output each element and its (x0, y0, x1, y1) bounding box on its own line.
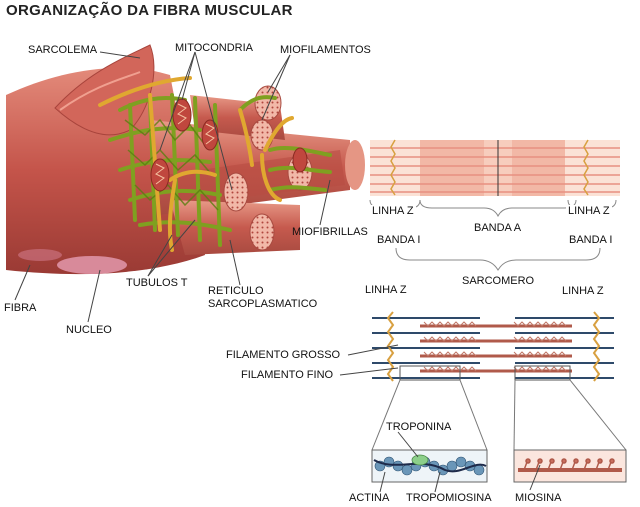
label-actina: ACTINA (349, 492, 390, 504)
label-linha-z-left: LINHA Z (365, 284, 407, 296)
myofibrils (150, 85, 365, 255)
nucleus-shape (57, 256, 127, 274)
label-reticulo-2: SARCOPLASMATICO (208, 298, 318, 310)
mitochondria (150, 98, 308, 192)
troponin-shape (411, 454, 429, 466)
thick-filaments (420, 324, 572, 373)
label-banda-i-right: BANDA I (569, 234, 613, 246)
label-nucleo: NUCLEO (66, 324, 112, 336)
label-reticulo-1: RETICULO (208, 285, 264, 297)
sarcomere-strip (370, 139, 620, 196)
label-miofilamentos: MIOFILAMENTOS (280, 44, 371, 56)
label-tubulos-t: TUBULOS T (126, 277, 188, 289)
label-filamento-grosso: FILAMENTO GROSSO (226, 349, 341, 361)
label-sarcolema: SARCOLEMA (28, 44, 98, 56)
myosin-heads (423, 321, 567, 372)
label-fibra: FIBRA (4, 302, 37, 314)
label-miofibrillas: MIOFIBRILLAS (292, 226, 368, 238)
zoom-lines (371, 379, 627, 451)
filament-diagram (371, 311, 627, 451)
actin-detail (371, 449, 488, 483)
label-troponina: TROPONINA (386, 421, 452, 433)
label-banda-a: BANDA A (474, 222, 522, 234)
leader-lines (14, 51, 541, 493)
sarcomere-filament-lines (370, 147, 620, 193)
z-lines-filament (386, 311, 601, 382)
label-filamento-fino: FILAMENTO FINO (241, 369, 334, 381)
label-linha-z-right: LINHA Z (562, 285, 604, 297)
label-miosina: MIOSINA (515, 492, 562, 504)
label-linha-z-left-strip: LINHA Z (370, 205, 416, 217)
page-title: ORGANIZAÇÃO DA FIBRA MUSCULAR (6, 2, 293, 19)
label-linha-z-right-strip: LINHA Z (566, 205, 612, 217)
label-mitocondria: MITOCONDRIA (175, 42, 254, 54)
myosin-detail (513, 449, 627, 483)
z-lines-strip (390, 139, 589, 196)
label-sarcomero: SARCOMERO (462, 275, 535, 287)
label-banda-i-left: BANDA I (377, 234, 421, 246)
label-tropomiosina: TROPOMIOSINA (406, 492, 492, 504)
